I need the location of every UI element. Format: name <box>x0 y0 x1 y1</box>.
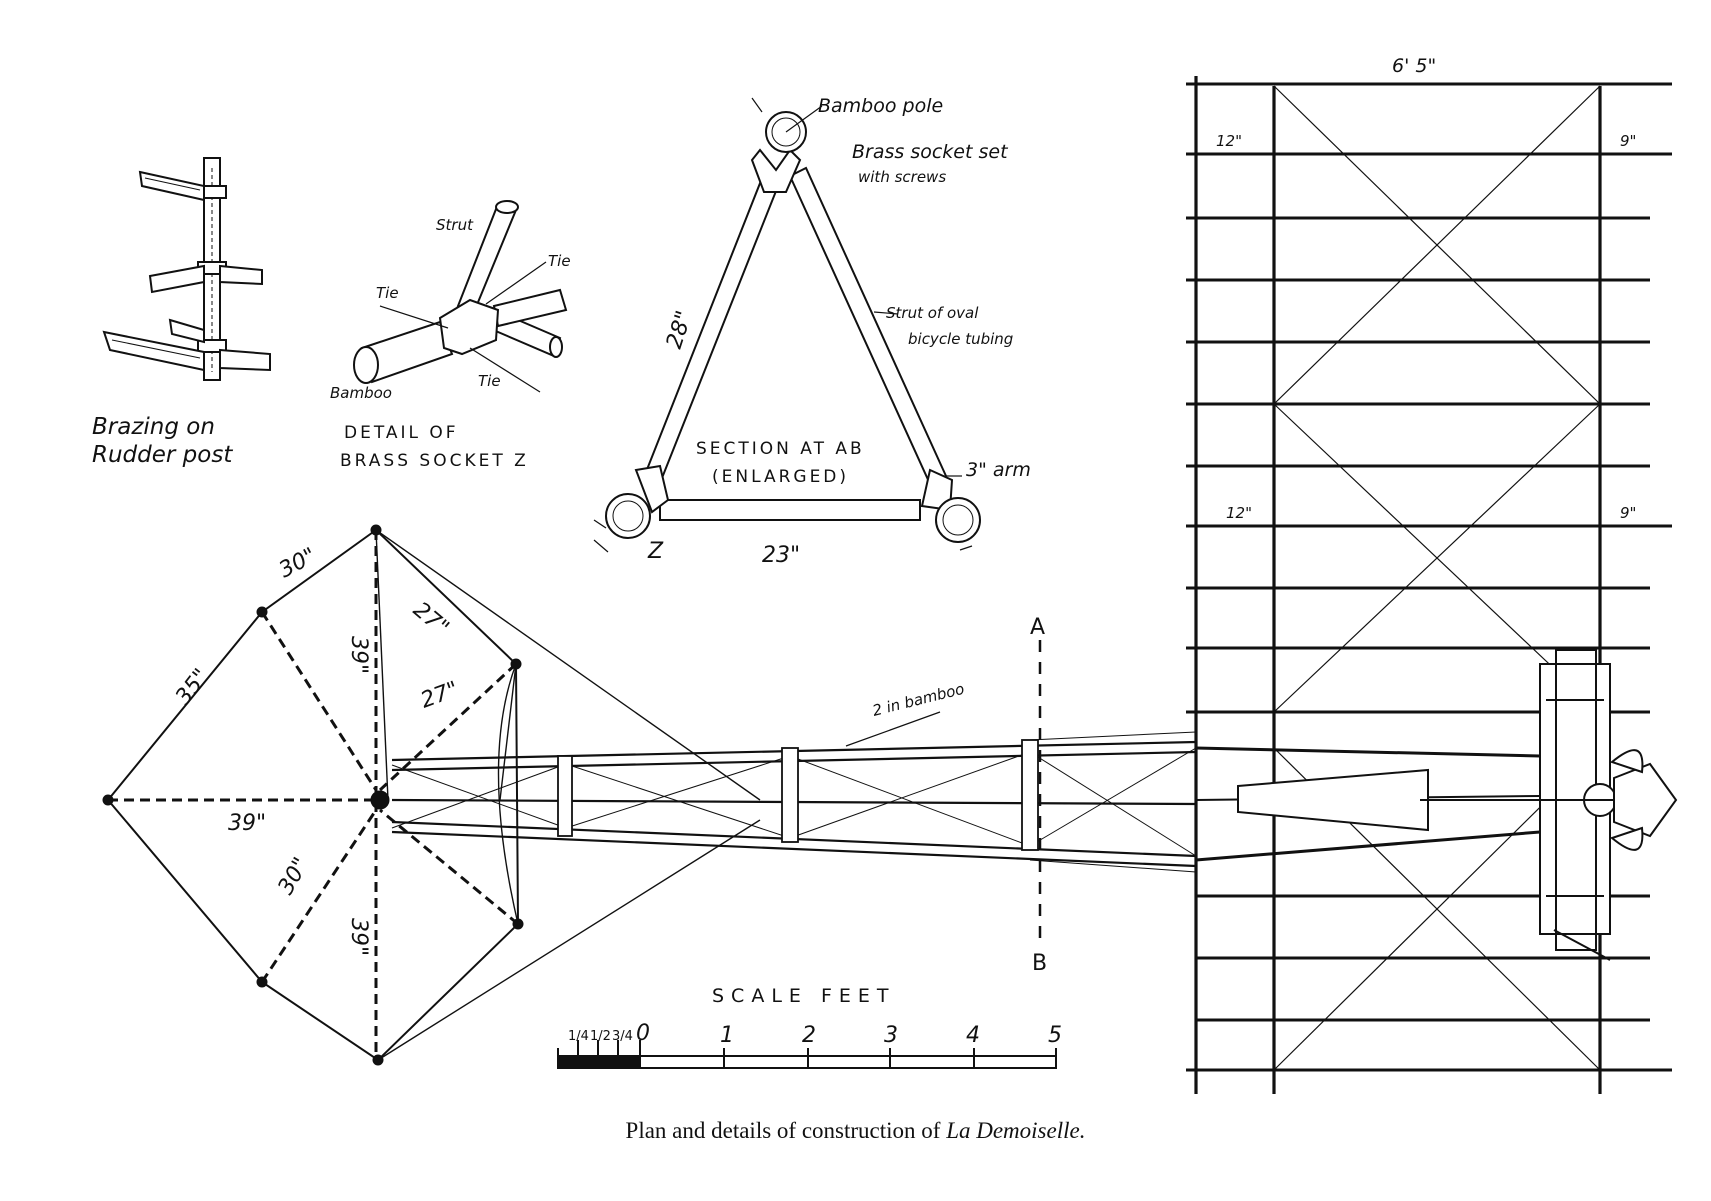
brass-socket <box>438 298 500 356</box>
section-base-dimension: 23" <box>762 543 800 568</box>
wing-right-top-dimension: 9" <box>1620 132 1636 150</box>
tail-ribs <box>108 530 519 1060</box>
tail-outline <box>106 528 520 1062</box>
scale-title: SCALE FEET <box>712 985 896 1007</box>
section-marker-b: B <box>1032 951 1047 976</box>
engine-assembly <box>1237 649 1678 961</box>
figure-caption: Plan and details of construction of La D… <box>0 1118 1711 1144</box>
scale-quarter: 1/4 <box>568 1029 589 1044</box>
scale-three-quarter: 3/4 <box>612 1029 633 1044</box>
tail-dim-35: 35" <box>171 664 214 709</box>
scale-0: 0 <box>636 1021 650 1046</box>
tail-dim-39-vertical: 39" <box>346 636 371 674</box>
wing-spars <box>1194 76 1602 1094</box>
scale-2: 2 <box>802 1023 816 1048</box>
scale-3: 3 <box>884 1023 898 1048</box>
bamboo-boom-label: 2 in bamboo <box>871 680 967 720</box>
wing-left-mid-dimension: 12" <box>1226 504 1252 522</box>
fuselage-boom <box>391 711 1541 873</box>
bamboo-pole-label: Bamboo pole <box>818 95 943 117</box>
scale-5: 5 <box>1048 1023 1062 1048</box>
caption-main: Plan and details of construction of <box>625 1118 947 1143</box>
socket-detail-label-line2: BRASS SOCKET Z <box>340 451 529 471</box>
bamboo-stub <box>138 170 205 202</box>
fuselage-frames <box>557 739 1039 851</box>
tail-dim-27-inner: 27" <box>418 677 462 714</box>
bottom-strut <box>659 499 921 521</box>
wing-left-top-dimension: 12" <box>1216 132 1242 150</box>
propeller-blade-top <box>1609 749 1644 774</box>
rudder-post-label-line1: Brazing on <box>92 414 215 440</box>
left-strut <box>644 166 784 480</box>
rudder-post-label-line2: Rudder post <box>92 442 233 468</box>
tail-dim-30-top: 30" <box>275 543 320 583</box>
section-height-dimension: 28" <box>662 308 698 352</box>
socket-detail-label-line1: DETAIL OF <box>344 423 459 443</box>
scale-1: 1 <box>720 1023 734 1048</box>
tail-dim-30-bottom: 30" <box>274 853 315 899</box>
wing-ribs <box>1186 82 1672 1072</box>
strut-label-line1: Strut of oval <box>886 304 979 322</box>
wing-right-mid-dimension: 9" <box>1620 504 1636 522</box>
rudder-post-detail <box>102 157 271 381</box>
scale-4: 4 <box>966 1023 980 1048</box>
tail-unit <box>102 524 761 1066</box>
socket-tie-bottom-label: Tie <box>478 372 501 390</box>
brass-socket-label-line2: with screws <box>858 168 946 186</box>
bracing-wires <box>391 731 1197 873</box>
section-title-line1: SECTION AT AB <box>696 439 865 459</box>
arm-label: 3" arm <box>966 459 1031 481</box>
scale-half: 1/2 <box>590 1029 611 1044</box>
wing-span-dimension: 6' 5" <box>1392 55 1436 77</box>
engine-mount <box>1237 768 1429 832</box>
scale-bar <box>557 1040 1057 1069</box>
socket-strut-label: Strut <box>436 216 474 234</box>
z-marker: Z <box>647 539 664 564</box>
tail-dim-39-bottom: 39" <box>346 918 371 956</box>
socket-tie-left-label: Tie <box>376 284 399 302</box>
wing-plan <box>1186 76 1672 1094</box>
right-strut <box>788 166 948 486</box>
caption-title: La Demoiselle. <box>946 1118 1086 1143</box>
brass-socket-detail <box>353 200 568 393</box>
section-ab-drawing <box>593 97 981 553</box>
tail-dim-27-top: 27" <box>408 597 453 641</box>
propeller-hub <box>1613 762 1678 838</box>
tail-dim-39-horizontal: 39" <box>228 811 266 836</box>
strut-label-line2: bicycle tubing <box>908 330 1013 348</box>
propeller-blade-bottom <box>1609 826 1644 851</box>
socket-bamboo-label: Bamboo <box>330 384 392 402</box>
section-title-line2: (ENLARGED) <box>712 467 849 487</box>
brass-socket-label-line1: Brass socket set <box>852 141 1009 163</box>
section-marker-a: A <box>1030 615 1045 640</box>
socket-tie-top-label: Tie <box>548 252 571 270</box>
